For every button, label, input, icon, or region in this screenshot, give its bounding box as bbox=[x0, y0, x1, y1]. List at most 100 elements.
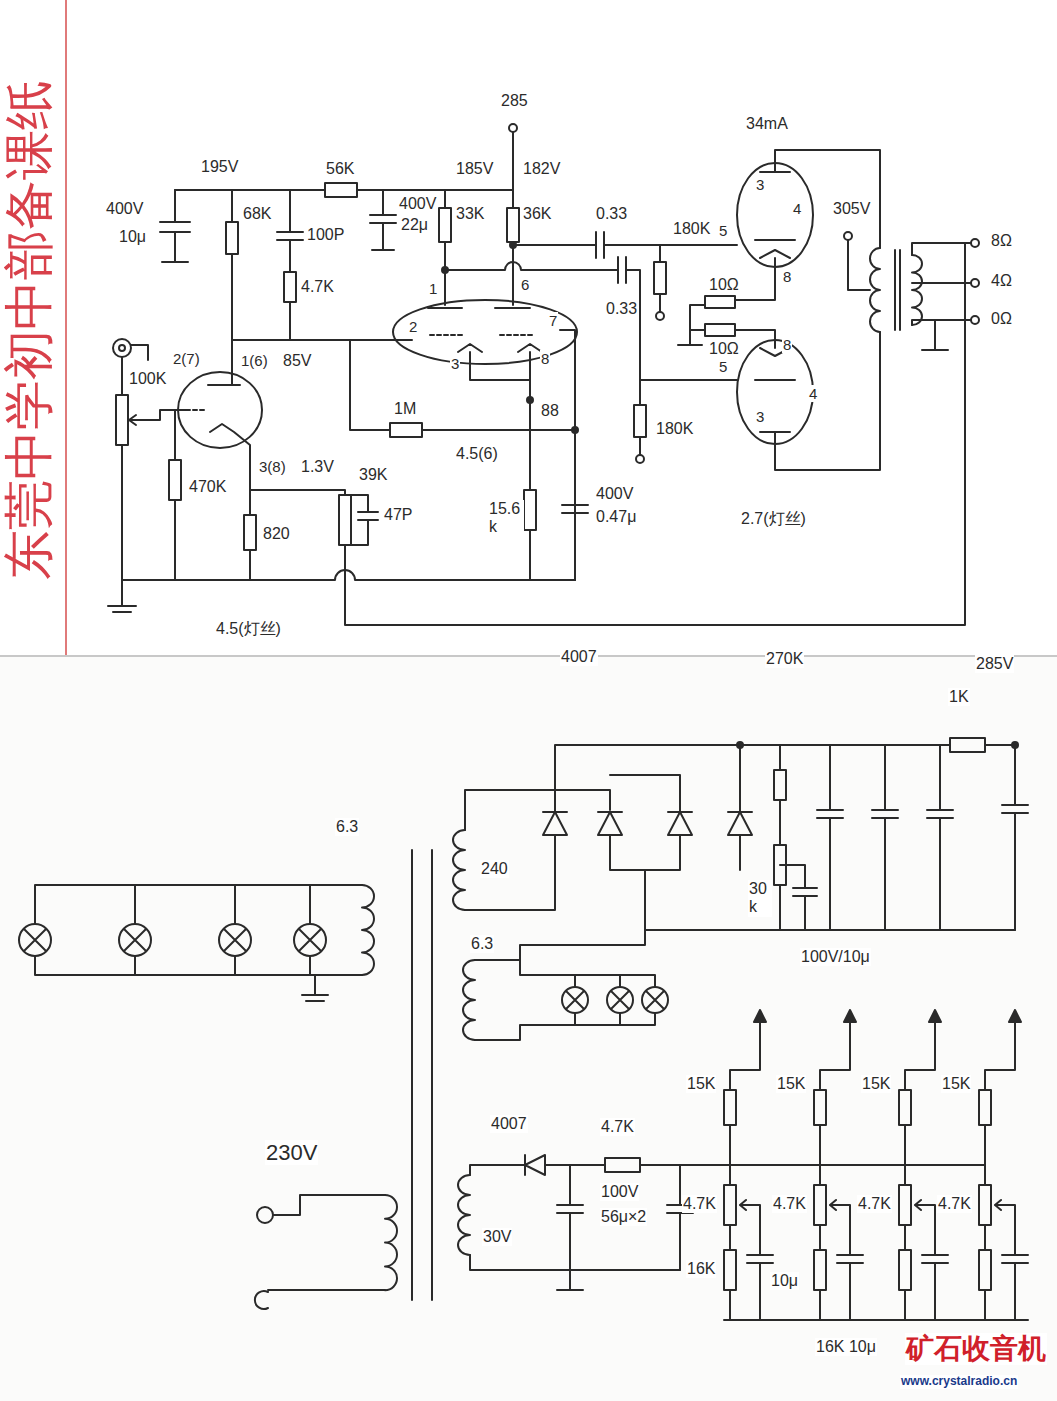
component-value: 15K bbox=[686, 1075, 716, 1093]
component-value: 4Ω bbox=[990, 272, 1013, 290]
ground-wire bbox=[645, 929, 1015, 931]
component-value: 30 k bbox=[748, 880, 772, 917]
capacitor-symbol bbox=[370, 190, 396, 250]
transformer-winding bbox=[458, 1175, 470, 1255]
diode-symbol bbox=[525, 1155, 545, 1175]
wire bbox=[848, 240, 870, 290]
bias-branch bbox=[814, 1010, 863, 1320]
wire bbox=[470, 352, 530, 580]
resistor-symbol bbox=[339, 495, 351, 545]
component-value: 4.7K bbox=[600, 1118, 635, 1136]
component-value: 88 bbox=[540, 402, 560, 420]
component-value: 36K bbox=[522, 205, 552, 223]
tube-plate bbox=[208, 384, 240, 386]
pin-number: 2(7) bbox=[172, 350, 201, 367]
component-value: 33K bbox=[455, 205, 485, 223]
component-value: 182V bbox=[522, 160, 561, 178]
component-value: 15.6 k bbox=[488, 500, 524, 537]
tube-envelope bbox=[737, 163, 813, 267]
input-jack bbox=[119, 345, 125, 351]
ground-symbol bbox=[302, 975, 328, 1001]
component-value: 400V bbox=[398, 195, 437, 213]
transformer-core bbox=[895, 250, 900, 330]
wire bbox=[231, 190, 233, 385]
pin-number: 4 bbox=[808, 385, 818, 402]
resistor-symbol bbox=[507, 208, 519, 242]
plate-wire bbox=[775, 150, 880, 470]
component-value: 185V bbox=[455, 160, 494, 178]
transformer-winding bbox=[463, 960, 475, 1040]
junction-dot bbox=[527, 397, 533, 403]
component-value: 195V bbox=[200, 158, 239, 176]
pin-number: 5 bbox=[718, 222, 728, 239]
component-value: 16K bbox=[686, 1260, 716, 1278]
component-value: 8Ω bbox=[990, 232, 1013, 250]
component-value: 4007 bbox=[490, 1115, 528, 1133]
capacitor-symbol bbox=[345, 495, 378, 545]
wire bbox=[174, 410, 176, 580]
resistor-symbol bbox=[705, 324, 735, 336]
resistor-symbol bbox=[325, 183, 357, 197]
capacitor-symbol bbox=[557, 1165, 693, 1290]
pin-number: 4 bbox=[792, 200, 802, 217]
terminal bbox=[971, 316, 979, 324]
terminal bbox=[509, 124, 517, 132]
component-value: 100K bbox=[128, 370, 167, 388]
resistor-symbol bbox=[226, 222, 238, 254]
component-value: 180K bbox=[672, 220, 711, 238]
amplifier-circuit bbox=[108, 124, 979, 625]
terminal bbox=[971, 239, 979, 247]
tube-grid bbox=[186, 409, 205, 411]
terminal bbox=[971, 279, 979, 287]
resistor-symbol bbox=[654, 262, 666, 294]
component-value: 56μ×2 bbox=[600, 1208, 647, 1226]
paper-header: 东莞中学初中部备课纸 bbox=[1, 79, 59, 581]
capacitor-symbol bbox=[160, 190, 190, 262]
resistor-symbol bbox=[524, 490, 536, 530]
junction-dot bbox=[1012, 742, 1018, 748]
component-value: 47P bbox=[383, 506, 413, 524]
pin-number: 7 bbox=[548, 312, 558, 329]
component-value: 10μ bbox=[118, 228, 147, 246]
paper bbox=[0, 0, 1057, 656]
junction-dot bbox=[442, 267, 448, 273]
watermark: 矿石收音机 bbox=[905, 1333, 1047, 1365]
tube-cathode bbox=[458, 344, 542, 352]
component-value: 4.7K bbox=[772, 1195, 807, 1213]
tube-envelope bbox=[178, 372, 262, 448]
pin-number: 3 bbox=[450, 355, 460, 372]
component-value: 4007 bbox=[560, 648, 598, 666]
pin-number: 8 bbox=[782, 268, 792, 285]
margin-line bbox=[65, 0, 67, 655]
component-value: 270K bbox=[765, 650, 804, 668]
component-value: 4.7K bbox=[682, 1195, 717, 1213]
wire bbox=[210, 424, 250, 580]
component-value: 100V/10μ bbox=[800, 948, 871, 966]
pin-number: 8 bbox=[540, 350, 550, 367]
wire bbox=[445, 190, 513, 305]
resistor-symbol bbox=[169, 460, 181, 500]
component-value: 15K bbox=[941, 1075, 971, 1093]
resistor-symbol bbox=[244, 515, 256, 550]
tube-plate bbox=[428, 307, 530, 309]
component-value: 230V bbox=[265, 1140, 318, 1165]
component-value: 15K bbox=[861, 1075, 891, 1093]
capacitor-symbol bbox=[277, 190, 303, 340]
capacitor-symbol bbox=[562, 430, 588, 580]
component-value: 4.7K bbox=[937, 1195, 972, 1213]
transformer-winding bbox=[385, 1195, 397, 1290]
ground-wire bbox=[108, 570, 575, 612]
potentiometer-symbol bbox=[774, 845, 786, 885]
component-value: 305V bbox=[832, 200, 871, 218]
component-value: 820 bbox=[262, 525, 291, 543]
component-value: 285 bbox=[500, 92, 529, 110]
transformer-core bbox=[412, 850, 432, 1300]
component-value: 68K bbox=[242, 205, 272, 223]
component-value: 39K bbox=[358, 466, 388, 484]
wire bbox=[610, 745, 740, 930]
component-value: 240 bbox=[480, 860, 509, 878]
component-value: 10Ω bbox=[708, 340, 740, 358]
pin-number: 6 bbox=[520, 276, 530, 293]
component-value: 6.3 bbox=[470, 935, 494, 953]
component-value: 2.7(灯丝) bbox=[740, 510, 807, 528]
